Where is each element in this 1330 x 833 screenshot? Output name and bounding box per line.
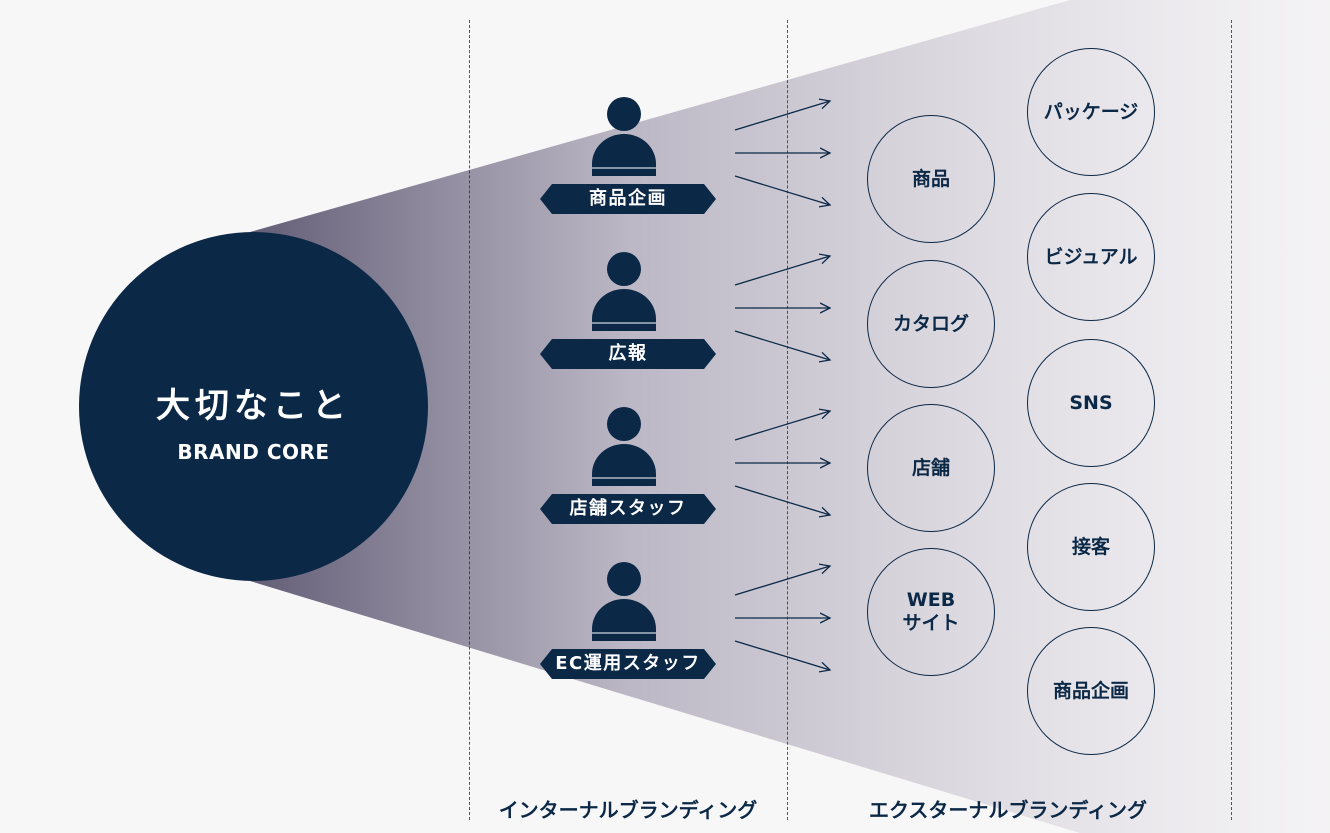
section-external-branding: エクスターナルブランディング bbox=[869, 798, 1147, 822]
arrow-role-1-3 bbox=[734, 175, 830, 205]
section-internal-branding: インターナルブランディング bbox=[498, 798, 758, 822]
arrow-role-2-3 bbox=[734, 330, 830, 360]
arrow-role-1-1 bbox=[734, 101, 830, 131]
role-store-staff: 店舗スタッフ bbox=[540, 406, 720, 524]
channel-product: 商品 bbox=[867, 115, 995, 243]
brand-core-subtitle: BRAND CORE bbox=[177, 440, 330, 464]
brand-core-title: 大切なこと bbox=[156, 386, 351, 426]
channel-sns: SNS bbox=[1027, 339, 1155, 467]
person-icon bbox=[592, 407, 656, 486]
person-icon bbox=[592, 562, 656, 641]
channel-visual: ビジュアル bbox=[1027, 193, 1155, 321]
channel-store: 店舗 bbox=[867, 404, 995, 532]
channel-package: パッケージ bbox=[1027, 48, 1155, 176]
arrow-role-4-1 bbox=[734, 566, 830, 596]
role-label: 商品企画 bbox=[540, 184, 716, 214]
arrow-role-3-3 bbox=[734, 485, 830, 515]
channel-website: WEB サイト bbox=[867, 548, 995, 676]
role-label: 店舗スタッフ bbox=[540, 494, 716, 524]
person-icon bbox=[592, 97, 656, 176]
role-ec-staff: EC運用スタッフ bbox=[540, 561, 720, 679]
arrow-role-4-3 bbox=[734, 640, 830, 670]
person-icon bbox=[592, 252, 656, 331]
channel-service: 接客 bbox=[1027, 483, 1155, 611]
arrow-role-3-1 bbox=[734, 411, 830, 441]
channel-catalog: カタログ bbox=[867, 260, 995, 388]
role-pr: 広報 bbox=[540, 251, 720, 369]
divider-left bbox=[469, 20, 470, 820]
brand-core-circle: 大切なこと BRAND CORE bbox=[79, 232, 428, 581]
role-label: 広報 bbox=[540, 339, 716, 369]
channel-product-planning: 商品企画 bbox=[1027, 627, 1155, 755]
divider-right bbox=[1231, 20, 1232, 820]
arrow-role-2-1 bbox=[734, 256, 830, 286]
role-label: EC運用スタッフ bbox=[540, 649, 716, 679]
role-product-planning: 商品企画 bbox=[540, 96, 720, 214]
divider-middle bbox=[787, 20, 788, 820]
